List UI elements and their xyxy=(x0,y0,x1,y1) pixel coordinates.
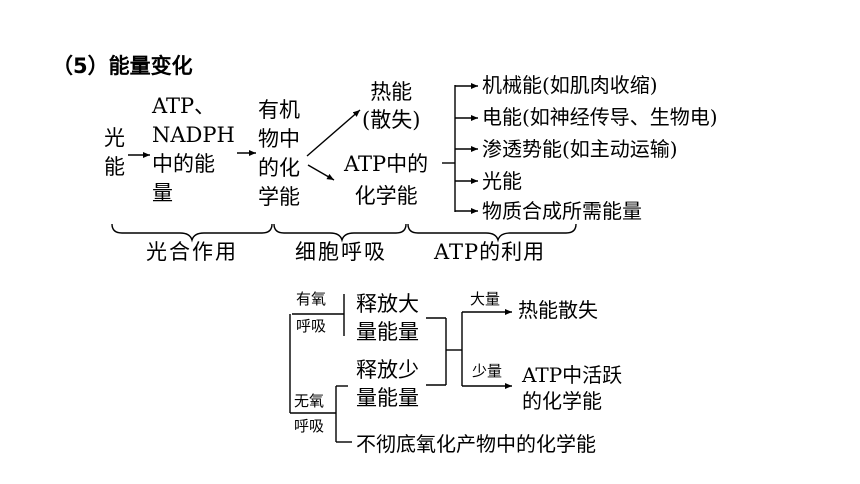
anaerobic-line2: 呼吸 xyxy=(294,417,325,435)
use-electrical: 电能(如神经传导、生物电) xyxy=(482,105,718,129)
use-synthesis: 物质合成所需能量 xyxy=(482,199,642,223)
heat-label: 热能 (散失) xyxy=(362,80,421,132)
aerobic-line2: 呼吸 xyxy=(296,317,327,335)
stage-photosynthesis: 光合作用 xyxy=(146,240,238,264)
release-large-label: 释放大 量能量 xyxy=(356,292,419,344)
stage-atp-use: ATP的利用 xyxy=(434,240,546,264)
atp-nadph-label: ATP、 NADPH 中的能 量 xyxy=(152,94,235,205)
brace-photosynthesis xyxy=(111,223,273,243)
atp-active-label: ATP中活跃 的化学能 xyxy=(522,363,623,413)
stage-respiration: 细胞呼吸 xyxy=(295,240,387,264)
use-light: 光能 xyxy=(482,169,522,193)
organic-chemical-energy-label: 有机 物中 的化 学能 xyxy=(258,98,300,209)
arrow-organic-to-atp xyxy=(307,164,335,181)
heat-loss-label: 热能散失 xyxy=(518,298,598,322)
use-mechanical: 机械能(如肌肉收缩) xyxy=(482,73,658,97)
arrow-organic-to-heat xyxy=(306,109,361,157)
atp-chemical-energy-label: ATP中的 化学能 xyxy=(344,152,429,208)
small-amount-label: 少量 xyxy=(472,362,503,380)
anaerobic-line1: 无氧 xyxy=(294,392,325,410)
incomplete-oxidation-label: 不彻底氧化产物中的化学能 xyxy=(356,432,596,456)
brace-respiration xyxy=(273,223,407,243)
brace-atp-use xyxy=(407,223,577,243)
section-title: （5）能量变化 xyxy=(52,54,193,78)
light-energy-label: 光 能 xyxy=(104,126,125,179)
use-osmotic: 渗透势能(如主动运输) xyxy=(482,137,678,161)
large-amount-label: 大量 xyxy=(470,290,501,308)
aerobic-line1: 有氧 xyxy=(296,290,327,308)
release-small-label: 释放少 量能量 xyxy=(356,358,419,410)
